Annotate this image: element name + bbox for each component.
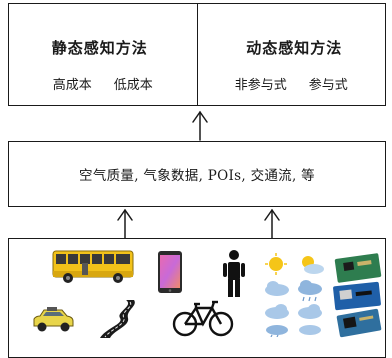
static-sensing-title: 静态感知方法 xyxy=(51,39,148,57)
arrow-up-icon xyxy=(264,208,280,239)
arrow-up-icon xyxy=(117,208,133,239)
circuit-board-icon xyxy=(334,253,382,283)
cloud-icon xyxy=(298,304,322,319)
non-participatory-label: 非参与式 xyxy=(234,78,287,93)
static-sensing-items: 高成本 低成本 xyxy=(9,74,197,93)
arrow-up-icon xyxy=(192,110,208,141)
cloud-rain-icon xyxy=(298,280,322,302)
high-cost-label: 高成本 xyxy=(52,78,92,93)
bus-icon xyxy=(52,250,134,283)
smartphone-icon xyxy=(158,251,182,293)
cloud-icon xyxy=(265,281,289,296)
person-icon xyxy=(223,250,245,297)
circuit-board-icon xyxy=(336,308,382,338)
circuit-board-icon xyxy=(333,281,381,311)
weather-icons xyxy=(265,253,324,337)
bicycle-icon xyxy=(172,300,234,337)
data-sources-box: 空气质量, 气象数据, POIs, 交通流, 等 xyxy=(8,141,386,207)
sensing-methods-box: 静态感知方法 高成本 低成本 动态感知方法 非参与式 参与式 xyxy=(8,3,386,106)
circuit-board-icons xyxy=(333,253,382,338)
road-icon xyxy=(100,300,135,338)
sun-icon xyxy=(265,253,287,275)
dynamic-sensing-panel: 动态感知方法 非参与式 参与式 xyxy=(196,4,386,105)
dynamic-sensing-items: 非参与式 参与式 xyxy=(198,74,386,93)
participatory-label: 参与式 xyxy=(308,78,348,93)
sun-cloud-icon xyxy=(302,256,324,274)
cloud-rain-icon xyxy=(266,325,288,337)
data-sources-label: 空气质量, 气象数据, POIs, 交通流, 等 xyxy=(79,168,315,184)
cloud-icon xyxy=(299,325,321,335)
car-icon xyxy=(33,307,74,332)
cloud-icon xyxy=(265,304,289,319)
static-sensing-panel: 静态感知方法 高成本 低成本 xyxy=(9,4,197,105)
dynamic-sensing-title: 动态感知方法 xyxy=(246,39,343,57)
low-cost-label: 低成本 xyxy=(113,78,153,93)
